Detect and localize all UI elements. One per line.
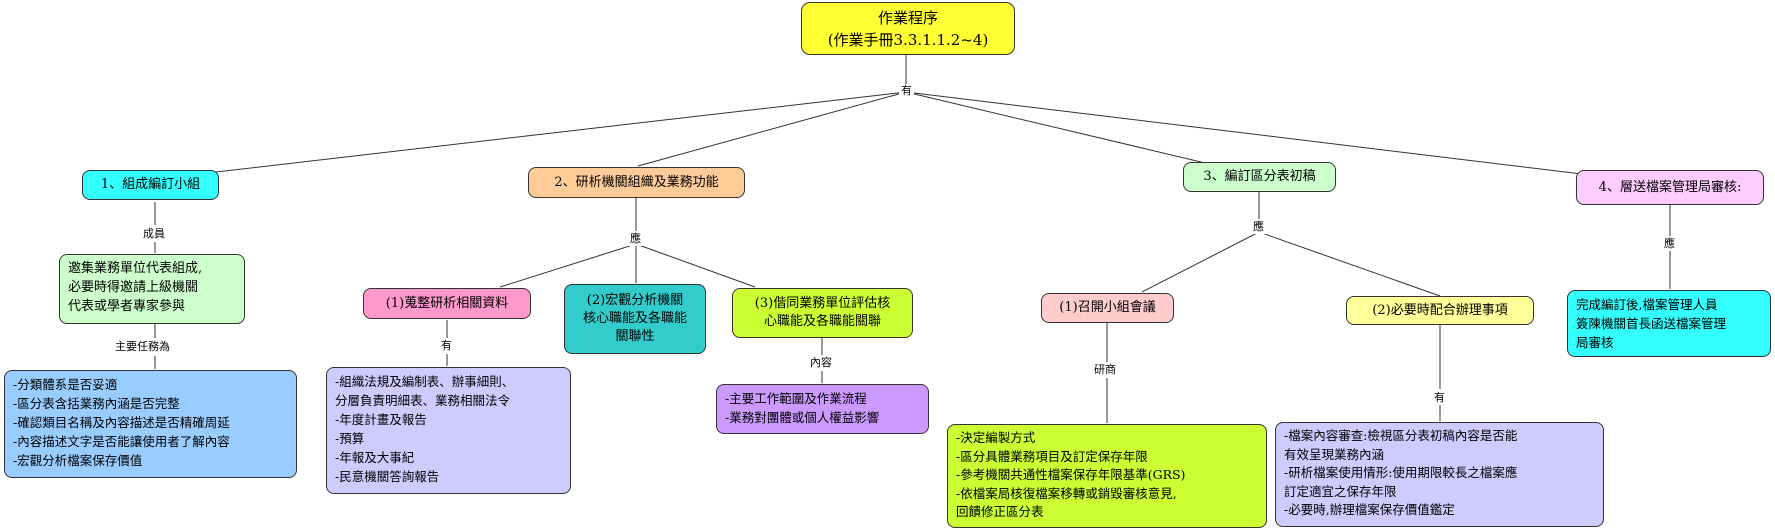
- branch-2-link-label: 應: [628, 232, 643, 246]
- list-item: -年報及大事紀: [335, 450, 415, 465]
- branch-1-members-node: 邀集業務單位代表組成, 必要時得邀請上級機關 代表或學者專家參與: [59, 254, 245, 324]
- child-2-line: 核心職能及各職能: [582, 311, 687, 326]
- list-item: -檔案內容審查:檢視區分表初稿內容是否能: [1284, 428, 1518, 443]
- child-2-line: 關聯性: [615, 329, 655, 344]
- branch-2-child-1-node: (1)蒐整研析相關資料: [363, 288, 531, 319]
- branch-3-child-1-list-node: -決定編製方式 -區分具體業務項目及訂定保存年限 -參考機關共通性檔案保存年限基…: [947, 424, 1267, 528]
- root-subtitle: (作業手冊3.3.1.1.2~4): [827, 30, 989, 49]
- root-link-label: 有: [899, 84, 914, 98]
- list-item: -必要時,辦理檔案保存價值鑑定: [1284, 502, 1455, 517]
- list-item: 分層負責明細表、業務相關法令: [335, 393, 511, 408]
- branch-3-child-1-link-label: 研商: [1092, 363, 1118, 377]
- branch-4-node: 4、層送檔案管理局審核:: [1576, 170, 1764, 205]
- task-item: -區分表含括業務內涵是否完整: [13, 396, 180, 411]
- branch-3-node: 3、編訂區分表初稿: [1183, 162, 1336, 192]
- result-line: 完成編訂後,檔案管理人員: [1576, 297, 1718, 312]
- branch-3-child-2-node: (2)必要時配合辦理事項: [1346, 296, 1534, 325]
- branch-1-node: 1、組成編訂小組: [82, 170, 219, 200]
- task-item: -確認類目名稱及內容描述是否精確周延: [13, 415, 230, 430]
- list-item: 訂定適宜之保存年限: [1284, 483, 1397, 499]
- list-item: -業務對團體或個人權益影響: [725, 410, 880, 425]
- branch-2-child-3-link-label: 內容: [808, 356, 834, 370]
- list-item: -預算: [335, 431, 365, 446]
- branch-3-link-label: 應: [1251, 220, 1266, 234]
- branch-4-link-label: 應: [1662, 237, 1677, 251]
- list-item: -民意機關答詢報告: [335, 469, 440, 484]
- members-line: 邀集業務單位代表組成,: [68, 261, 203, 276]
- list-item: 有效呈現業務內涵: [1284, 446, 1385, 462]
- list-item: -組織法規及編制表、辦事細則、: [335, 374, 515, 389]
- task-item: -宏觀分析檔案保存價值: [13, 453, 143, 468]
- branch-2-child-3-node: (3)偕同業務單位評估核 心職能及各職能關聯: [732, 288, 913, 338]
- list-item: -年度計畫及報告: [335, 412, 427, 427]
- task-item: -分類體系是否妥適: [13, 377, 118, 392]
- branch-2-child-3-list-node: -主要工作範圍及作業流程 -業務對團體或個人權益影響: [716, 384, 929, 434]
- list-item: -研析檔案使用情形:使用期限較長之檔案應: [1284, 465, 1518, 480]
- branch-3-child-1-title: (1)召開小組會議: [1059, 300, 1156, 315]
- branch-3-title: 3、編訂區分表初稿: [1203, 169, 1316, 184]
- branch-1-link-label: 成員: [141, 227, 167, 241]
- list-item: -參考機關共通性檔案保存年限基準(GRS): [956, 467, 1186, 482]
- list-item: 回饋修正區分表: [956, 504, 1044, 519]
- branch-3-child-2-title: (2)必要時配合辦理事項: [1372, 302, 1508, 318]
- child-3-line: (3)偕同業務單位評估核: [754, 296, 891, 311]
- members-line: 代表或學者專家參與: [68, 299, 186, 314]
- list-item: -區分具體業務項目及訂定保存年限: [956, 448, 1148, 464]
- result-line: 簽陳機關首長函送檔案管理: [1576, 316, 1727, 331]
- branch-2-child-1-link-label: 有: [439, 339, 454, 353]
- child-3-line: 心職能及各職能關聯: [763, 314, 881, 329]
- list-item: -依檔案局核復檔案移轉或銷毀審核意見,: [956, 485, 1177, 501]
- root-node: 作業程序 (作業手冊3.3.1.1.2~4): [801, 2, 1015, 55]
- branch-2-node: 2、研析機關組織及業務功能: [528, 167, 745, 198]
- branch-3-child-1-node: (1)召開小組會議: [1041, 293, 1174, 323]
- branch-2-child-2-node: (2)宏觀分析機關 核心職能及各職能 關聯性: [564, 284, 706, 354]
- branch-1-tasks-node: -分類體系是否妥適 -區分表含括業務內涵是否完整 -確認類目名稱及內容描述是否精…: [4, 370, 297, 478]
- branch-4-result-node: 完成編訂後,檔案管理人員 簽陳機關首長函送檔案管理 局審核: [1567, 290, 1771, 357]
- child-2-line: (2)宏觀分析機關: [586, 293, 684, 308]
- list-item: -主要工作範圍及作業流程: [725, 391, 867, 406]
- branch-2-title: 2、研析機關組織及業務功能: [554, 174, 719, 190]
- branch-2-child-1-list-node: -組織法規及編制表、辦事細則、 分層負責明細表、業務相關法令 -年度計畫及報告 …: [326, 367, 571, 494]
- root-title: 作業程序: [877, 8, 938, 27]
- branch-3-child-2-list-node: -檔案內容審查:檢視區分表初稿內容是否能 有效呈現業務內涵 -研析檔案使用情形:…: [1275, 422, 1604, 527]
- branch-1-tasks-label: 主要任務為: [113, 340, 172, 354]
- task-item: -內容描述文字是否能讓使用者了解內容: [13, 434, 230, 449]
- branch-3-child-2-link-label: 有: [1432, 391, 1447, 405]
- branch-4-title: 4、層送檔案管理局審核:: [1598, 179, 1742, 195]
- branch-2-child-1-title: (1)蒐整研析相關資料: [385, 295, 509, 311]
- branch-1-title: 1、組成編訂小組: [100, 177, 201, 192]
- list-item: -決定編製方式: [956, 430, 1036, 445]
- result-line: 局審核: [1576, 335, 1614, 350]
- members-line: 必要時得邀請上級機關: [68, 280, 199, 295]
